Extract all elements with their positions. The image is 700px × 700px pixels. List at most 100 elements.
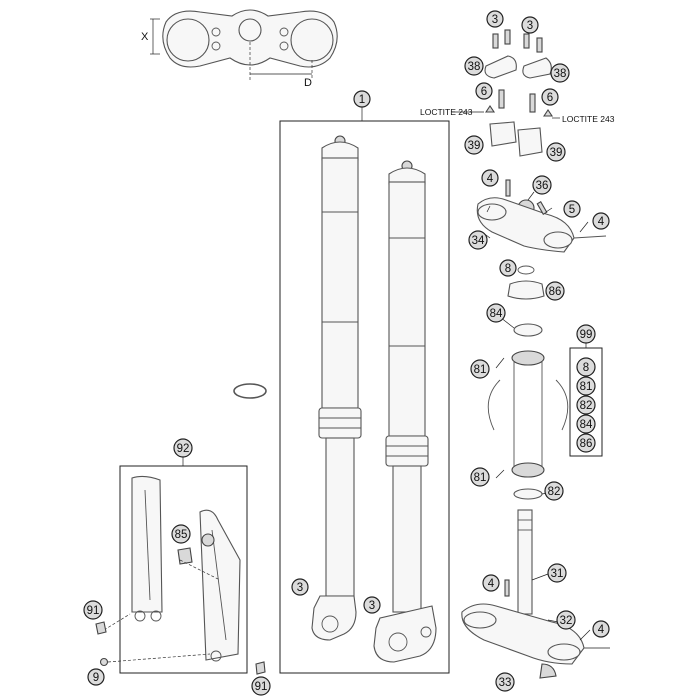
svg-text:92: 92 [177, 443, 190, 455]
bearing-81-upper [511, 350, 545, 366]
svg-text:4: 4 [488, 578, 495, 590]
svg-text:99: 99 [580, 329, 593, 341]
callout-82: 82 [544, 481, 564, 501]
svg-text:31: 31 [551, 568, 564, 580]
svg-text:3: 3 [492, 14, 498, 26]
callout-36: 36 [532, 175, 552, 195]
callout-1: 1 [353, 90, 371, 108]
callout-81-upper: 81 [470, 359, 490, 379]
svg-text:38: 38 [468, 61, 481, 73]
callout-6-right: 6 [541, 88, 559, 106]
svg-text:9: 9 [93, 672, 99, 684]
svg-text:91: 91 [255, 681, 268, 693]
svg-text:6: 6 [481, 86, 487, 98]
svg-text:84: 84 [580, 419, 593, 431]
callout-99: 99 [576, 324, 596, 344]
svg-text:91: 91 [87, 605, 100, 617]
callout-3-fork-left: 3 [291, 578, 309, 596]
fork-leg-right [373, 160, 437, 663]
screws-top [492, 29, 543, 53]
svg-text:3: 3 [527, 20, 533, 32]
callout-8: 8 [499, 259, 517, 277]
upper-triple-clamp [476, 179, 607, 253]
ring-82 [513, 488, 543, 500]
svg-text:4: 4 [598, 216, 605, 228]
kit-item-81: 81 [576, 376, 596, 396]
bar-mount-left [489, 121, 517, 147]
o-ring [233, 383, 267, 399]
callout-33: 33 [495, 672, 515, 692]
callout-38-right: 38 [550, 63, 570, 83]
svg-text:1: 1 [359, 94, 365, 106]
clamp-left [484, 55, 517, 79]
svg-text:38: 38 [554, 68, 567, 80]
callout-84: 84 [486, 303, 506, 323]
svg-text:8: 8 [505, 263, 511, 275]
svg-text:4: 4 [487, 173, 494, 185]
triple-clamp-top-view: X D [141, 9, 338, 89]
screw-9 [99, 657, 109, 667]
dimension-x-label: X [141, 31, 149, 43]
callout-39-left: 39 [464, 135, 484, 155]
callout-91-left: 91 [83, 600, 103, 620]
seal-84 [513, 323, 543, 337]
callout-5: 5 [563, 200, 581, 218]
callout-32: 32 [556, 610, 576, 630]
svg-text:82: 82 [580, 400, 593, 412]
loctite-note-right: LOCTITE 243 [562, 114, 615, 124]
fork-assembly-frame [279, 120, 450, 674]
svg-text:34: 34 [472, 235, 485, 247]
svg-text:6: 6 [547, 92, 553, 104]
callout-39-right: 39 [546, 142, 566, 162]
loctite-note-left: LOCTITE 243 [420, 107, 473, 117]
screw-91-bottom [255, 661, 266, 675]
fork-leg-left [311, 135, 362, 641]
fork-guard-left [131, 475, 163, 622]
screw-6-right [529, 93, 536, 113]
svg-text:39: 39 [550, 147, 563, 159]
svg-text:36: 36 [536, 180, 549, 192]
kit-item-84: 84 [576, 414, 596, 434]
callout-3-top-right: 3 [521, 16, 539, 34]
svg-text:3: 3 [297, 582, 303, 594]
svg-text:39: 39 [468, 140, 481, 152]
svg-text:81: 81 [580, 381, 593, 393]
bearing-81-lower [511, 462, 545, 478]
screw-91-left [95, 621, 107, 635]
svg-text:86: 86 [549, 286, 562, 298]
screw-6-left [498, 89, 505, 109]
callout-34: 34 [468, 230, 488, 250]
callout-85: 85 [171, 524, 191, 544]
svg-text:5: 5 [569, 204, 575, 216]
svg-text:82: 82 [548, 486, 561, 498]
callout-6-left: 6 [475, 82, 493, 100]
kit-item-8: 8 [576, 357, 596, 377]
steering-head-tube [513, 362, 543, 470]
fork-guard-kit-frame [119, 465, 248, 674]
dust-cover-86 [507, 280, 545, 300]
callout-92: 92 [173, 438, 193, 458]
kit-item-86: 86 [576, 433, 596, 453]
callout-4-side-lower: 4 [592, 620, 610, 638]
callout-4-lower: 4 [482, 574, 500, 592]
callout-86: 86 [545, 281, 565, 301]
callout-38-left: 38 [464, 56, 484, 76]
callout-4-upper: 4 [481, 169, 499, 187]
callout-31: 31 [547, 563, 567, 583]
dimension-d-label: D [304, 77, 312, 89]
callout-3-fork-right: 3 [363, 596, 381, 614]
svg-text:4: 4 [598, 624, 605, 636]
kit-item-82: 82 [576, 395, 596, 415]
callout-4-side-upper: 4 [592, 212, 610, 230]
guard-bolt [177, 547, 193, 565]
callout-91-bottom: 91 [251, 676, 271, 696]
svg-text:86: 86 [580, 438, 593, 450]
svg-text:32: 32 [560, 615, 573, 627]
bar-mount-right [517, 127, 543, 157]
clamp-right [522, 57, 552, 79]
callout-9: 9 [87, 668, 105, 686]
svg-text:3: 3 [369, 600, 375, 612]
svg-text:8: 8 [583, 362, 589, 374]
svg-text:33: 33 [499, 677, 512, 689]
